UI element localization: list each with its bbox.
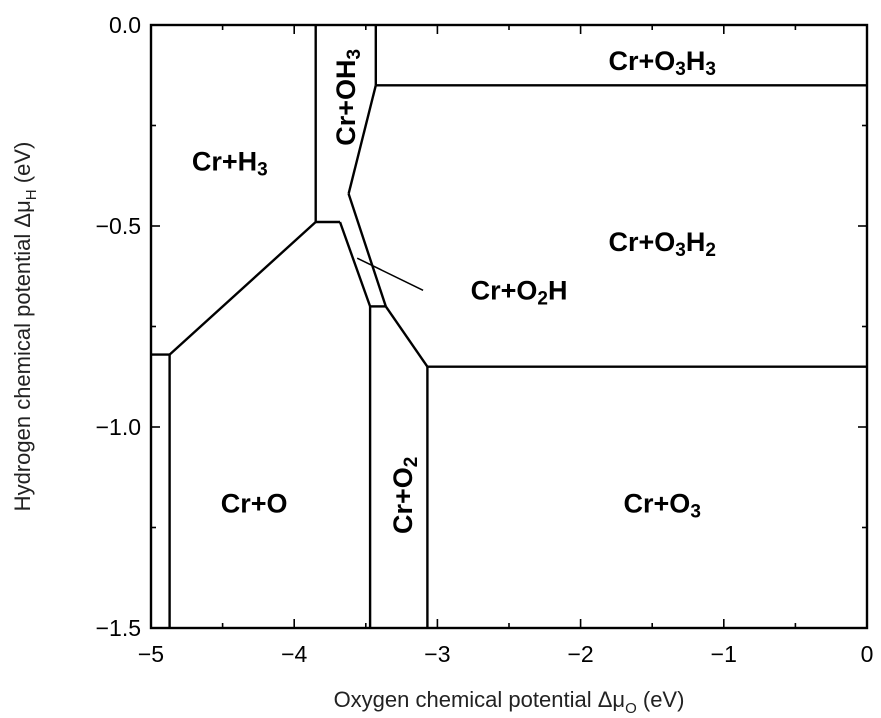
- x-axis-title: Oxygen chemical potential ΔμO (eV): [334, 687, 685, 717]
- leader-line-cr-o2h: [356, 257, 424, 291]
- phase-boundaries: [151, 25, 867, 628]
- y-axis-title: Hydrogen chemical potential ΔμH (eV): [10, 142, 40, 512]
- axis-ticks: [150, 24, 868, 629]
- boundary-o2h-right: [347, 193, 387, 307]
- region-cr-h3: Cr+H3: [192, 147, 268, 181]
- region-cr-o3h3: Cr+O3H3: [609, 46, 716, 80]
- region-cr-o3: Cr+O3: [624, 488, 701, 522]
- x-tick-label: −5: [138, 641, 164, 667]
- region-cr-o3h2: Cr+O3H2: [609, 227, 716, 261]
- y-tick-label: −1.0: [96, 414, 141, 440]
- boundary-o2-o3h2-boundary: [384, 305, 429, 368]
- plot-frame: [149, 23, 869, 630]
- region-cr-o2h: Cr+O2H: [471, 275, 568, 309]
- x-tick-label: 0: [861, 641, 874, 667]
- region-cr-oh3: Cr+OH3: [331, 49, 365, 146]
- region-cr-o2: Cr+O2: [388, 457, 421, 534]
- x-tick-label: −1: [711, 641, 737, 667]
- x-tick-label: −3: [424, 641, 450, 667]
- axis-tick-labels: −5 −4 −3 −2 −1 0 0.0 −0.5 −1.0 −1.5: [96, 12, 874, 667]
- boundary-oh3-o3h2-boundary: [347, 85, 377, 195]
- boundary-o2h-left: [338, 221, 372, 307]
- boundary-h3-o-diagonal: [168, 221, 317, 356]
- region-cr-o: Cr+O: [221, 488, 288, 518]
- y-tick-label: −0.5: [96, 213, 141, 239]
- x-tick-label: −2: [567, 641, 593, 667]
- y-tick-label: −1.5: [96, 615, 141, 641]
- x-tick-label: −4: [281, 641, 307, 667]
- y-tick-label: 0.0: [109, 12, 141, 38]
